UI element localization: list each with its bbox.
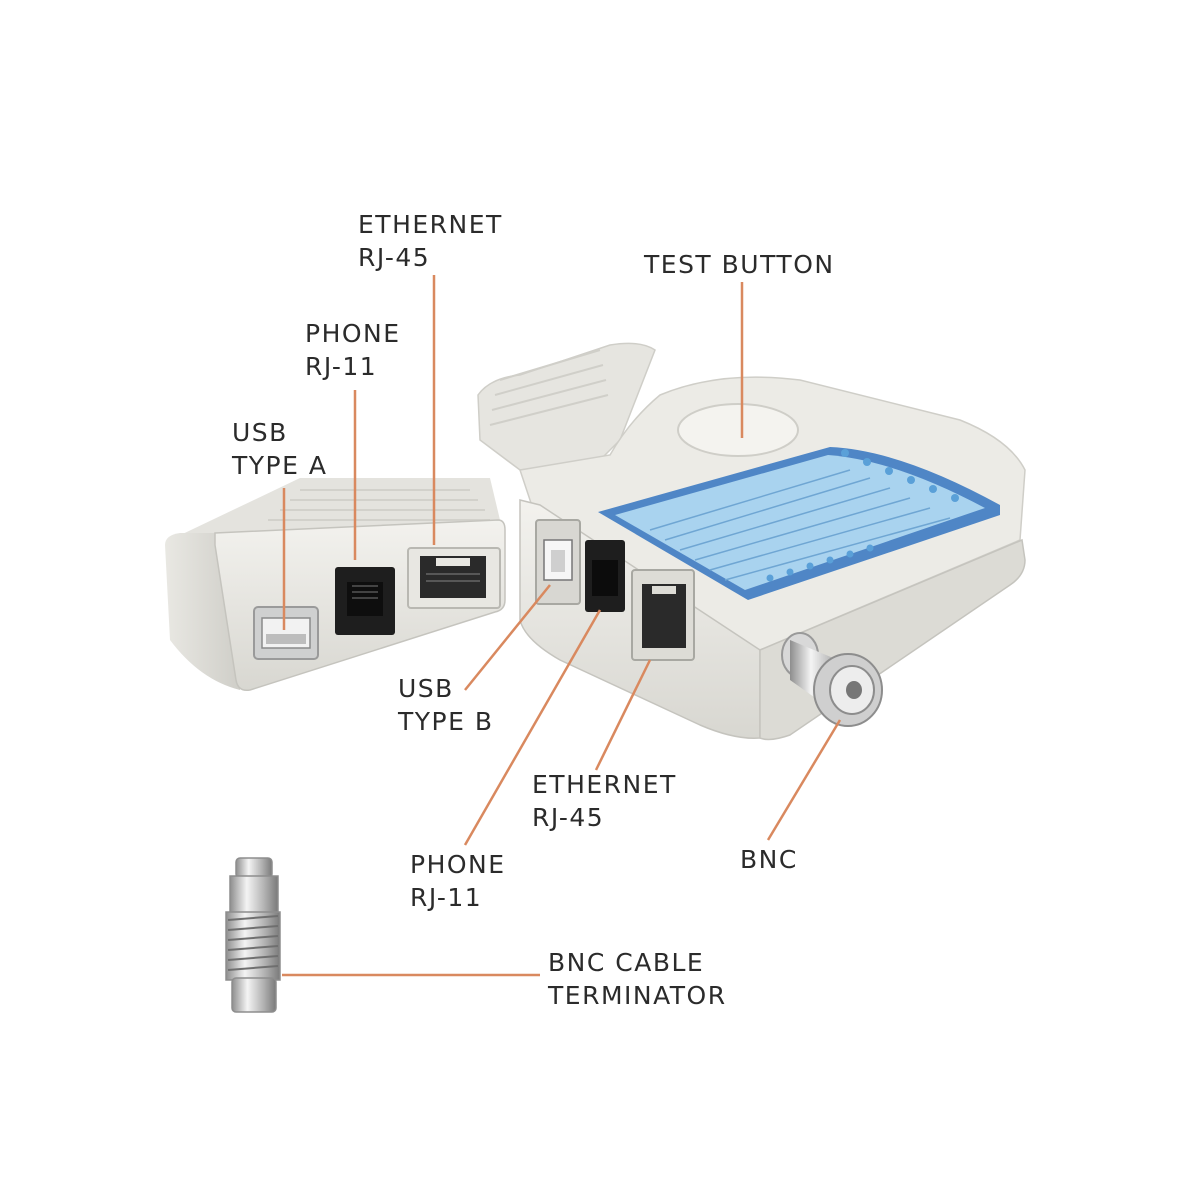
- label-usb-type-a-line1: USB: [232, 418, 288, 447]
- main-unit-back-ribs: [489, 349, 609, 426]
- leader-line-usb-b: [464, 584, 551, 691]
- label-bnc-cable-terminator: BNC CABLE TERMINATOR: [548, 946, 727, 1012]
- label-phone-rj11-top-line1: PHONE: [305, 319, 401, 348]
- main-unit: [477, 342, 1026, 741]
- label-phone-rj11-bottom-line2: RJ-11: [410, 883, 483, 912]
- leader-line-ethernet-bottom: [594, 659, 652, 771]
- label-ethernet-rj45-bottom-line1: ETHERNET: [532, 770, 677, 799]
- label-test-button-line1: TEST BUTTON: [644, 250, 835, 279]
- main-unit-back-block: [477, 342, 656, 471]
- bnc-terminator-threads: [227, 915, 279, 971]
- label-bnc-cable-terminator-line2: TERMINATOR: [548, 981, 727, 1010]
- label-phone-rj11-bottom: PHONE RJ-11: [410, 848, 506, 914]
- test-button-dome[interactable]: [677, 403, 799, 457]
- label-phone-rj11-bottom-line1: PHONE: [410, 850, 506, 879]
- label-ethernet-rj45-bottom: ETHERNET RJ-45: [532, 768, 677, 834]
- label-bnc-cable-terminator-line1: BNC CABLE: [548, 948, 705, 977]
- rj45-port-main: [631, 569, 695, 661]
- label-test-button: TEST BUTTON: [644, 248, 835, 281]
- label-ethernet-rj45-bottom-line2: RJ-45: [532, 803, 605, 832]
- label-usb-type-a-line2: TYPE A: [232, 451, 328, 480]
- label-phone-rj11-top: PHONE RJ-11: [305, 317, 401, 383]
- status-leds: [766, 449, 959, 582]
- rj45-port-remote: [407, 547, 501, 609]
- leader-line-bnc: [766, 719, 842, 841]
- rj11-port-main: [585, 540, 625, 612]
- bnc-terminator: [225, 857, 281, 1013]
- label-usb-type-b-line1: USB: [398, 674, 454, 703]
- label-bnc-line1: BNC: [740, 845, 798, 874]
- leader-line-phone-bottom: [463, 609, 602, 846]
- label-phone-rj11-top-line2: RJ-11: [305, 352, 378, 381]
- label-ethernet-rj45-top-line2: RJ-45: [358, 243, 431, 272]
- usb-b-port: [535, 519, 581, 605]
- label-bnc: BNC: [740, 843, 798, 876]
- bnc-connector: [781, 632, 883, 727]
- rj11-port-remote: [335, 567, 395, 635]
- label-usb-type-b: USB TYPE B: [398, 672, 494, 738]
- usb-a-port: [253, 606, 319, 660]
- status-panel-lines: [649, 469, 951, 581]
- label-usb-type-a: USB TYPE A: [232, 416, 327, 482]
- remote-unit: [165, 478, 506, 692]
- label-usb-type-b-line2: TYPE B: [398, 707, 494, 736]
- label-ethernet-rj45-top-line1: ETHERNET: [358, 210, 503, 239]
- label-ethernet-rj45-top: ETHERNET RJ-45: [358, 208, 503, 274]
- remote-unit-ribs: [268, 489, 490, 521]
